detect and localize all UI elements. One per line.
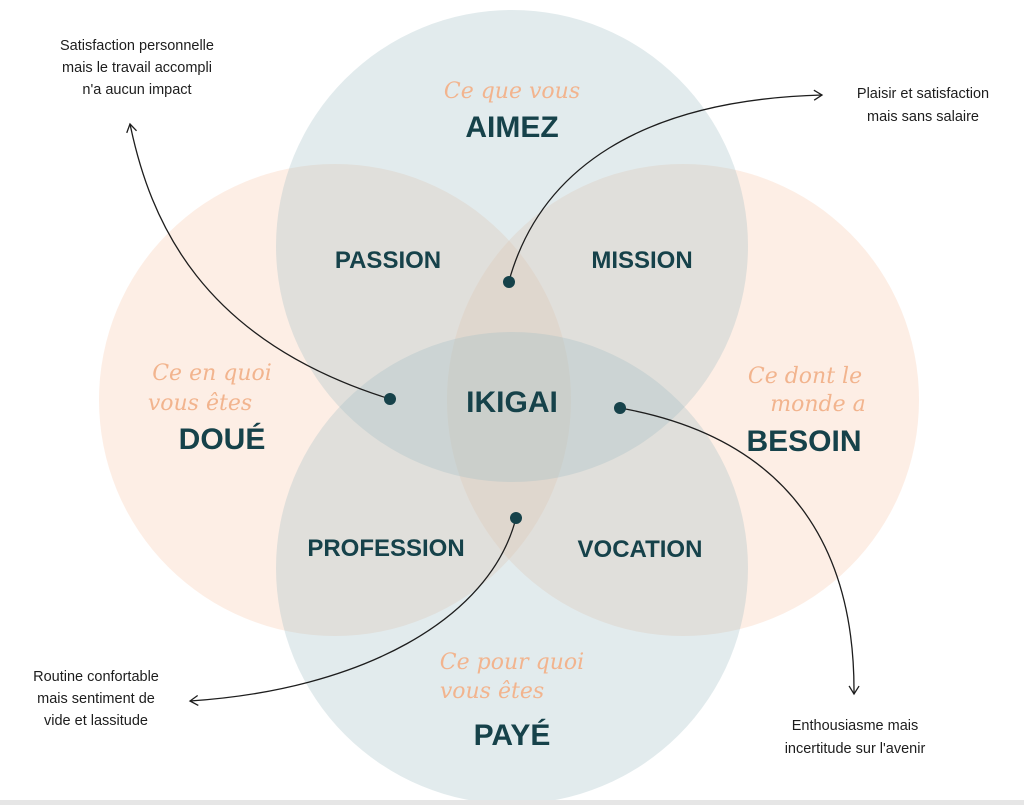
- note-bottom-left-line-3: vide et lassitude: [44, 713, 148, 729]
- bottom-divider: [0, 800, 1024, 805]
- overlap-passion: PASSION: [335, 247, 441, 274]
- note-top-right-line-1: Plaisir et satisfaction: [857, 86, 989, 102]
- arrow-vocation-note: [619, 407, 860, 696]
- note-bottom-right: Enthousiasme mais incertitude sur l'aven…: [785, 718, 926, 757]
- overlap-mission: MISSION: [591, 247, 692, 274]
- overlap-profession: PROFESSION: [307, 535, 464, 562]
- overlap-vocation: VOCATION: [578, 536, 703, 563]
- circle-right-besoin: [447, 164, 919, 636]
- bottom-script-label-1: Ce pour quoi: [440, 650, 584, 675]
- arrow-profession-note: [188, 517, 517, 707]
- dot-mission: [503, 276, 515, 288]
- bottom-script-label-2: vous êtes: [440, 679, 544, 704]
- left-title: DOUÉ: [179, 422, 266, 456]
- note-bottom-right-line-2: incertitude sur l'avenir: [785, 741, 926, 757]
- dot-profession: [510, 512, 522, 524]
- note-bottom-left: Routine confortable mais sentiment de vi…: [33, 669, 159, 729]
- arrow-passion-note: [126, 122, 391, 400]
- dot-vocation: [614, 402, 626, 414]
- note-top-left-line-2: mais le travail accompli: [62, 60, 212, 76]
- top-script-label: Ce que vous: [444, 79, 580, 104]
- circle-bottom-paye: [276, 332, 748, 804]
- overlap-ikigai: IKIGAI: [466, 386, 558, 419]
- top-title: AIMEZ: [465, 111, 558, 144]
- note-top-left-line-1: Satisfaction personnelle: [60, 38, 214, 54]
- note-top-right: Plaisir et satisfaction mais sans salair…: [857, 86, 989, 125]
- note-top-left-line-3: n'a aucun impact: [82, 82, 191, 98]
- bottom-title: PAYÉ: [474, 718, 551, 752]
- left-script-label-1: Ce en quoi: [152, 361, 272, 386]
- circle-left-doue: [99, 164, 571, 636]
- arrow-mission-note: [508, 89, 824, 282]
- note-bottom-left-line-1: Routine confortable: [33, 669, 159, 685]
- note-top-left: Satisfaction personnelle mais le travail…: [60, 38, 214, 98]
- circle-top-aimez: [276, 10, 748, 482]
- note-top-right-line-2: mais sans salaire: [867, 109, 979, 125]
- dot-passion: [384, 393, 396, 405]
- right-script-label-2: monde a: [770, 392, 866, 417]
- left-script-label-2: vous êtes: [148, 391, 252, 416]
- note-bottom-right-line-1: Enthousiasme mais: [792, 718, 919, 734]
- right-title: BESOIN: [746, 425, 861, 458]
- right-script-label-1: Ce dont le: [748, 364, 862, 389]
- note-bottom-left-line-2: mais sentiment de: [37, 691, 155, 707]
